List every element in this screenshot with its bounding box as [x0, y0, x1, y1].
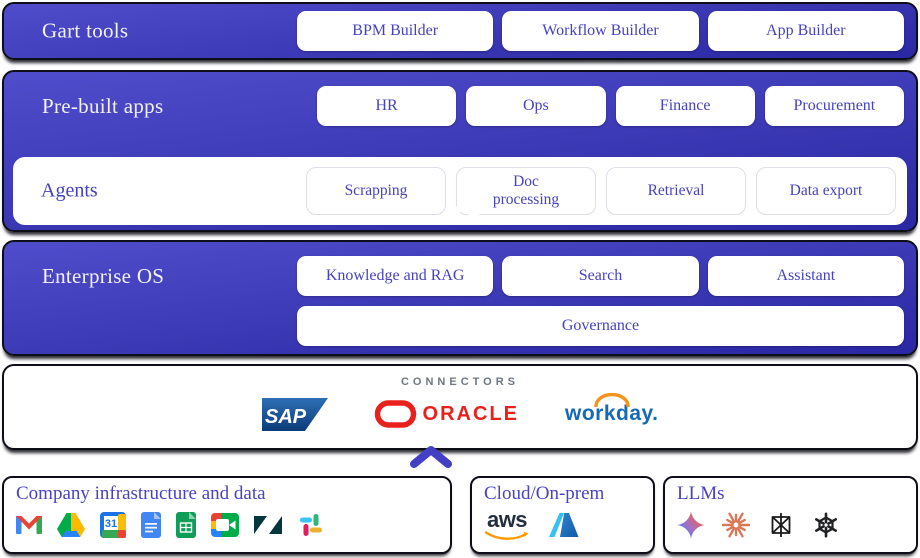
hr-button[interactable]: HR — [317, 86, 457, 126]
claude-icon — [722, 512, 750, 538]
search-button[interactable]: Search — [502, 256, 699, 296]
aws-icon: aws — [484, 509, 530, 541]
prebuilt-buttons: HR Ops Finance Procurement — [317, 86, 904, 126]
card-company-infrastructure: Company infrastructure and data 31 — [2, 476, 452, 554]
agents-label: Agents — [41, 179, 98, 202]
cloud-icons: aws — [484, 509, 653, 541]
connectors-title: CONNECTORS — [400, 376, 520, 388]
workday-logo: workday. — [564, 393, 659, 426]
band-prebuilt-label: Pre-built apps — [42, 94, 164, 118]
agents-buttons: Scrapping Doc processing Retrieval Data … — [306, 167, 896, 215]
governance-row: Governance — [297, 306, 904, 346]
google-sheets-icon — [176, 512, 196, 538]
sap-logo: SAP — [261, 397, 328, 431]
card-cloud-title: Cloud/On-prem — [484, 483, 605, 504]
enterprise-os-buttons: Knowledge and RAG Search Assistant — [297, 256, 904, 296]
assistant-button[interactable]: Assistant — [707, 256, 904, 296]
svg-text:SAP: SAP — [265, 406, 307, 428]
data-export-button[interactable]: Data export — [756, 167, 896, 215]
workday-wordmark: workday. — [564, 402, 659, 425]
google-meet-icon — [211, 513, 239, 537]
procurement-button[interactable]: Procurement — [764, 86, 904, 126]
card-cloud-onprem: Cloud/On-prem aws — [470, 476, 655, 554]
band-prebuilt-apps: Pre-built apps HR Ops Finance Procuremen… — [2, 70, 918, 232]
gmail-icon — [16, 516, 42, 534]
google-docs-icon — [141, 512, 161, 538]
gart-tools-buttons: BPM Builder Workflow Builder App Builder — [297, 11, 904, 51]
finance-button[interactable]: Finance — [615, 86, 755, 126]
llm-icons — [677, 510, 916, 540]
workday-arc-icon — [594, 393, 630, 407]
scrapping-button[interactable]: Scrapping — [306, 167, 446, 215]
band-enterprise-os-label: Enterprise OS — [42, 264, 165, 288]
card-company-title: Company infrastructure and data — [16, 483, 266, 504]
workflow-builder-button[interactable]: Workflow Builder — [502, 11, 699, 51]
bpm-builder-button[interactable]: BPM Builder — [297, 11, 494, 51]
agents-box: Agents Scrapping Doc processing Retrieva… — [13, 157, 907, 225]
slack-icon — [300, 514, 322, 536]
oracle-logo: ORACLE — [374, 399, 519, 429]
card-llms: LLMs — [663, 476, 918, 554]
band-gart-tools-label: Gart tools — [42, 18, 129, 43]
gemini-icon — [677, 511, 705, 539]
connectors-logos: SAP ORACLE workday. — [4, 393, 916, 435]
azure-icon — [549, 513, 579, 537]
doc-processing-button[interactable]: Doc processing — [456, 167, 596, 215]
ops-button[interactable]: Ops — [466, 86, 606, 126]
retrieval-button[interactable]: Retrieval — [606, 167, 746, 215]
aws-smile-icon — [484, 531, 529, 540]
company-apps-icons: 31 — [16, 510, 450, 540]
svg-text:31: 31 — [105, 518, 117, 530]
band-gart-tools: Gart tools BPM Builder Workflow Builder … — [2, 2, 918, 60]
oracle-wordmark: ORACLE — [422, 402, 519, 425]
card-llms-title: LLMs — [677, 483, 725, 504]
google-calendar-icon: 31 — [100, 512, 126, 538]
zendesk-icon — [254, 516, 282, 534]
governance-button[interactable]: Governance — [297, 306, 904, 346]
openai-icon — [815, 512, 837, 538]
google-drive-icon — [57, 513, 85, 537]
aws-wordmark: aws — [486, 507, 528, 532]
band-connectors: CONNECTORS SAP ORACLE workday. — [2, 364, 918, 450]
chevron-up-icon — [410, 446, 452, 468]
band-enterprise-os: Enterprise OS Knowledge and RAG Search A… — [2, 240, 918, 356]
app-builder-button[interactable]: App Builder — [707, 11, 904, 51]
perplexity-icon — [771, 513, 791, 537]
knowledge-rag-button[interactable]: Knowledge and RAG — [297, 256, 494, 296]
oracle-ring-icon — [374, 400, 416, 428]
chevron-up-icon — [445, 201, 481, 221]
